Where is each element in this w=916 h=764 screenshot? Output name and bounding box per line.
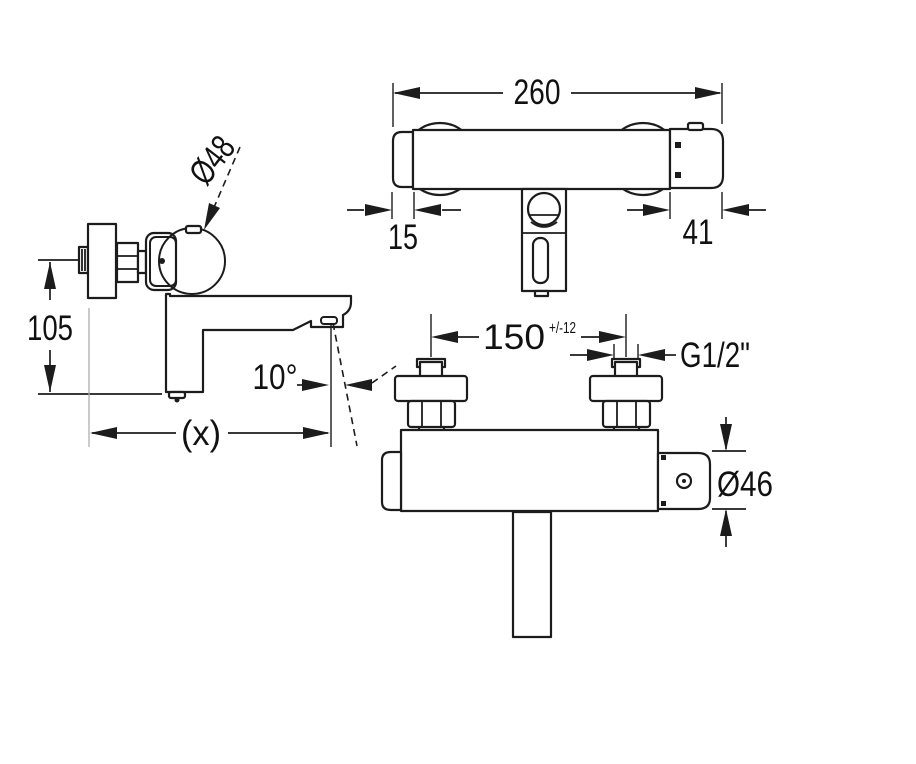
head-dot <box>159 258 165 264</box>
end-cap-top <box>380 450 403 512</box>
hex-nut <box>601 399 652 429</box>
arrow-right <box>303 427 330 439</box>
arrow-left <box>431 331 458 343</box>
body-and-spout <box>164 292 353 403</box>
union-stub <box>136 249 148 275</box>
diverter-knob <box>526 191 562 227</box>
dim-endcap-15: 15 <box>347 192 461 257</box>
dim-label-x: (x) <box>181 414 221 453</box>
dim-label-105: 105 <box>27 309 73 348</box>
dim-label-150: 150 <box>483 318 545 357</box>
wall-stub <box>77 245 90 275</box>
dim-label-48: Ø48 <box>182 129 244 192</box>
handle-screw-dot <box>682 479 686 483</box>
handle-marker <box>675 172 681 178</box>
dim-label-15: 15 <box>388 218 418 257</box>
dim-diameter-48: Ø48 <box>182 129 244 230</box>
supply-connection-left <box>393 357 469 434</box>
dim-projection-x: (x) <box>88 308 332 453</box>
temperature-handle <box>668 127 725 190</box>
arrow-right <box>695 87 722 99</box>
escutcheon-side <box>86 222 118 300</box>
arrow-left <box>638 349 665 361</box>
dim-label-41: 41 <box>683 213 714 252</box>
dim-spacing-150: 150 +/-12 <box>430 314 627 357</box>
dim-label-260: 260 <box>514 73 561 112</box>
spout-front <box>520 187 568 298</box>
handle-marker <box>661 455 666 460</box>
wall-connection <box>77 222 148 300</box>
arrow-up <box>44 262 56 289</box>
spout-slot <box>531 236 550 285</box>
arrow-right <box>587 349 614 361</box>
leader-arrow <box>204 203 220 230</box>
side-view: Ø48 105 (x) 10° <box>27 129 397 453</box>
pipe <box>613 360 639 379</box>
pipe <box>418 360 444 379</box>
hex-nut <box>406 399 457 429</box>
arrow-left <box>414 204 441 216</box>
spout-tab <box>533 289 550 298</box>
dim-height-105: 105 <box>27 259 162 395</box>
hex-nut-side <box>115 241 140 284</box>
end-cap <box>391 130 415 189</box>
arrow-left <box>393 87 420 99</box>
spout-silhouette <box>164 292 353 394</box>
escutcheon <box>588 374 664 403</box>
front-view: 260 15 41 <box>347 73 766 298</box>
head-inner-line <box>149 236 177 287</box>
head-button <box>184 224 203 235</box>
supply-connection-right <box>588 357 664 434</box>
drain-tab <box>167 390 187 400</box>
dim-label-10deg: 10° <box>253 358 298 397</box>
arrow-up <box>720 509 732 536</box>
handle-marker <box>675 142 681 148</box>
dim-label-150-tolerance: +/-12 <box>549 320 576 337</box>
handle-marker <box>661 501 666 506</box>
spout-top <box>511 510 553 639</box>
drain-dot <box>174 397 180 403</box>
dim-angle-10: 10° <box>253 322 397 447</box>
arrow-right <box>643 204 670 216</box>
arrow-left <box>345 379 372 391</box>
escutcheon <box>393 374 469 403</box>
dim-label-46: Ø46 <box>717 465 773 504</box>
dim-handle-41: 41 <box>627 192 766 252</box>
dim-label-g12: G1/2" <box>680 336 750 375</box>
mixer-body <box>411 128 672 191</box>
aerator <box>320 316 338 325</box>
arrow-down <box>44 365 56 392</box>
arrow-right <box>302 379 329 391</box>
dim-diameter-46: Ø46 <box>712 417 773 547</box>
top-view: 150 +/-12 G1/2" Ø46 <box>380 314 773 639</box>
arrow-left <box>90 427 117 439</box>
angle-line <box>332 322 358 447</box>
leader-tail <box>371 365 397 384</box>
arrow-right <box>599 331 626 343</box>
mixer-head <box>144 224 226 295</box>
arrow-down <box>720 424 732 451</box>
arrow-left <box>722 204 749 216</box>
dim-thread-g12: G1/2" <box>570 336 750 375</box>
mixer-body-top <box>399 428 660 513</box>
dim-width-260: 260 <box>392 73 723 127</box>
handle-tab <box>686 121 705 132</box>
arrow-right <box>365 204 392 216</box>
